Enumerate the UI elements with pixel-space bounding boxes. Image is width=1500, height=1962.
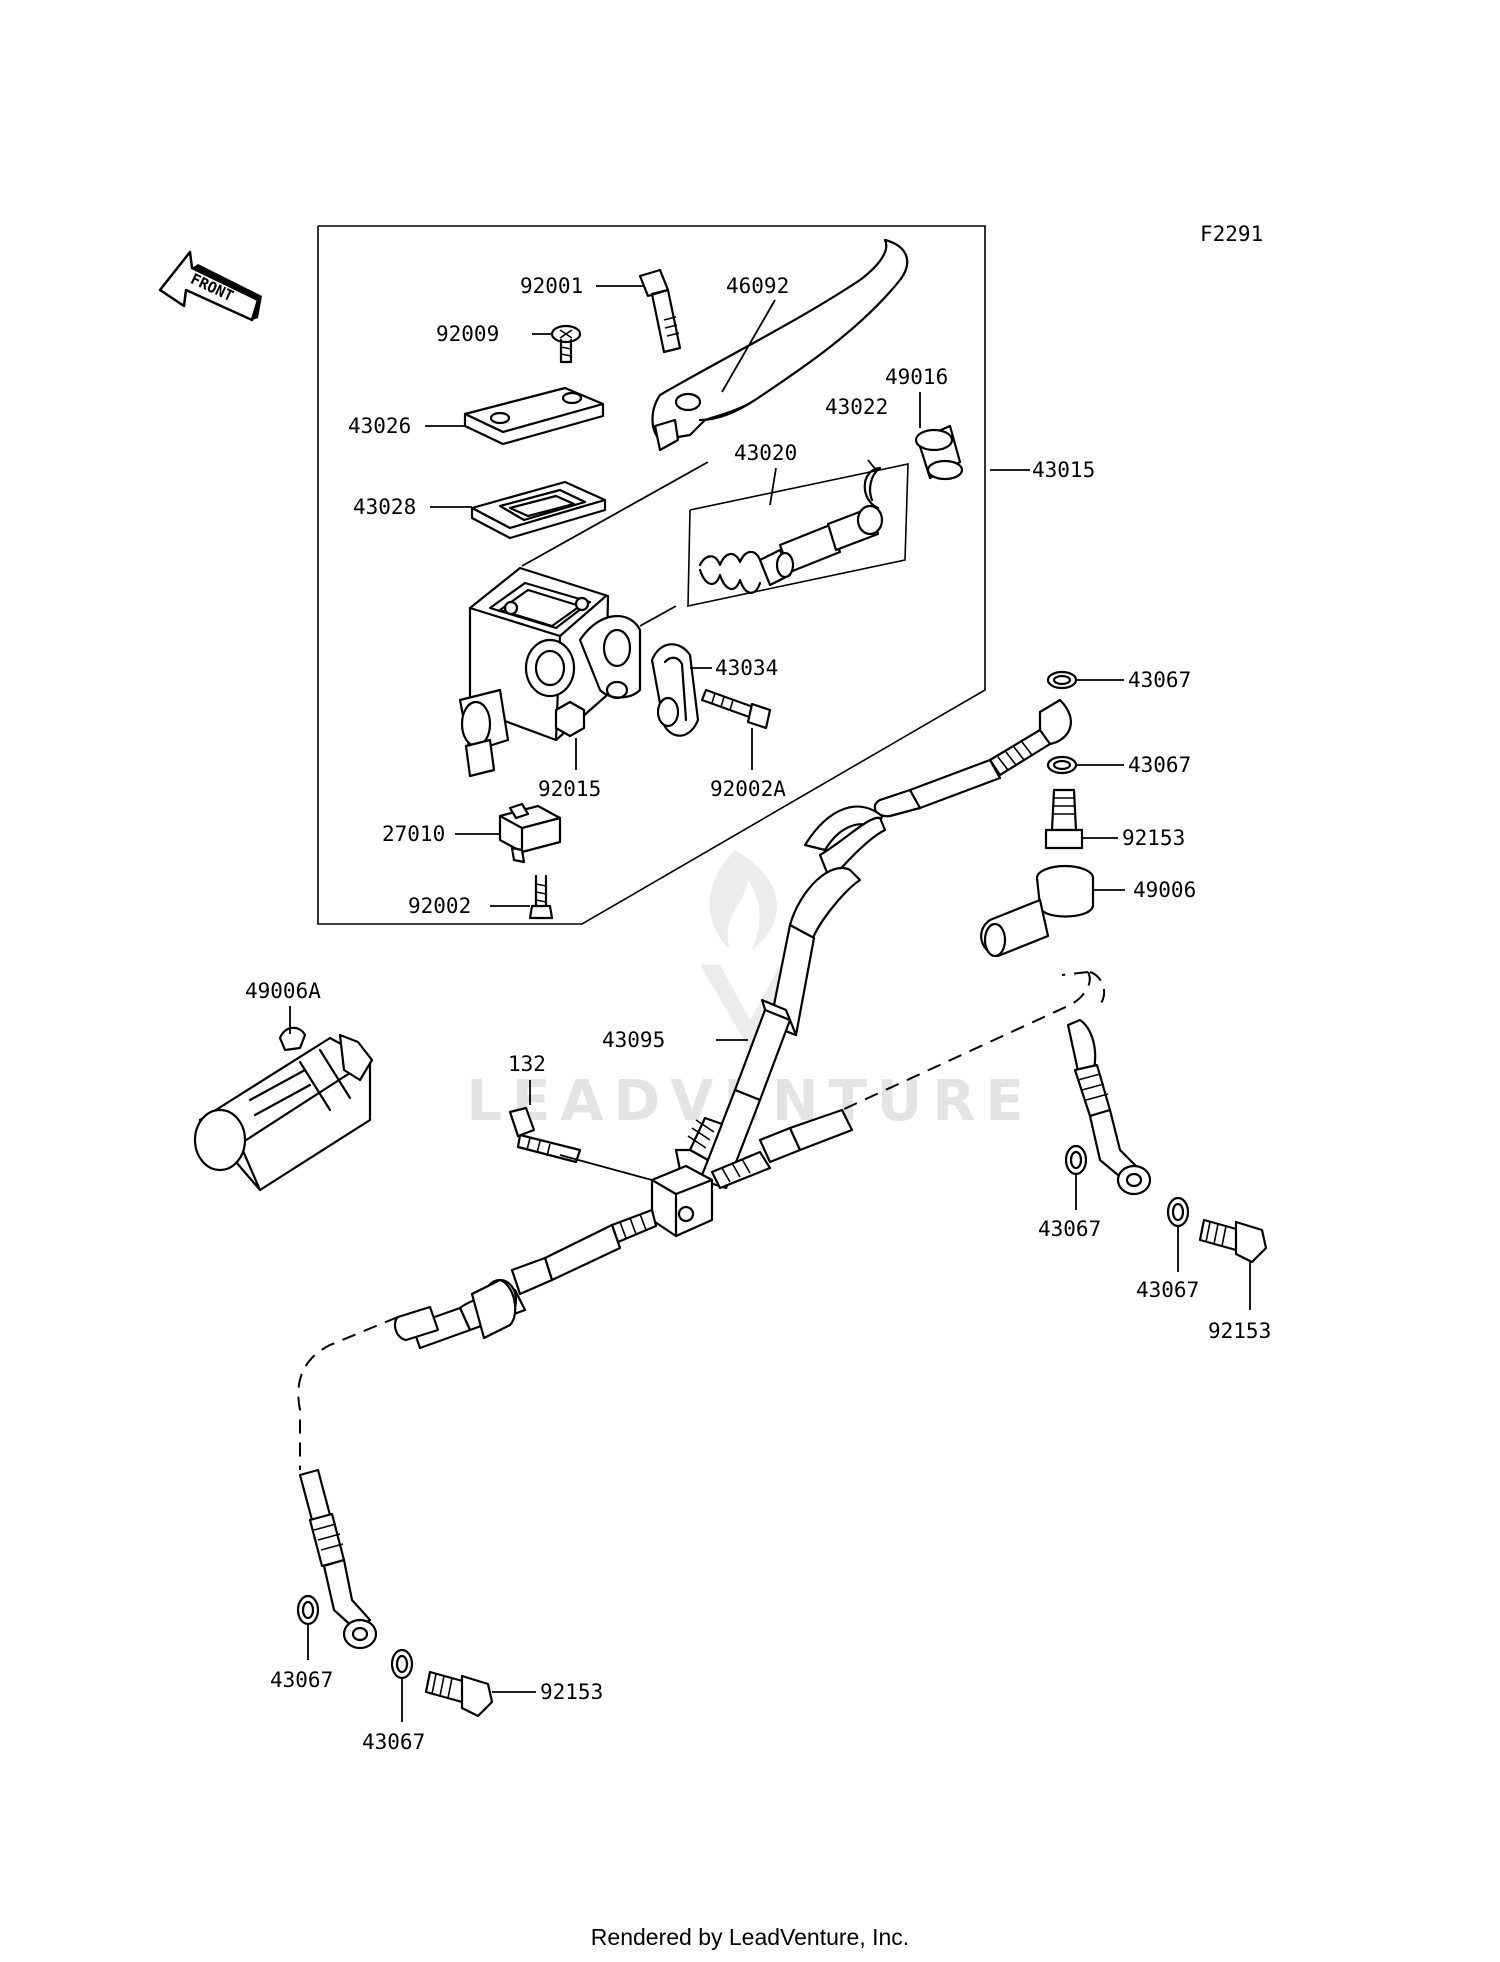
figure-code: F2291 [1200, 222, 1263, 246]
hose-43095 [674, 698, 1072, 1190]
cap-49006 [980, 864, 1125, 958]
callout-92009: 92009 [436, 322, 499, 346]
callout-43067-left-b: 43067 [362, 1730, 425, 1754]
piston-kit-43020 [687, 463, 909, 607]
callout-43015: 43015 [1032, 458, 1095, 482]
callout-92153-left: 92153 [540, 1680, 603, 1704]
callout-132: 132 [508, 1052, 546, 1076]
assembly-border [317, 225, 986, 925]
callout-49006A: 49006A [245, 979, 321, 1003]
boot-49016 [914, 424, 964, 481]
screw-92002 [528, 874, 554, 920]
cover-49006A [193, 1006, 374, 1192]
callout-43067-left-a: 43067 [270, 1668, 333, 1692]
cap-43026 [463, 386, 605, 446]
callout-43067-upper: 43067 [1128, 753, 1191, 777]
callout-43067-top: 43067 [1128, 668, 1191, 692]
callout-43067-right-a: 43067 [1038, 1217, 1101, 1241]
callout-labels: 92001 46092 92009 49016 43022 43026 4302… [245, 274, 1271, 1754]
callout-43095: 43095 [602, 1028, 665, 1052]
brake-line-main [393, 1108, 854, 1350]
diaphragm-43028 [470, 480, 607, 540]
callout-92153-upper: 92153 [1122, 826, 1185, 850]
callout-27010: 27010 [382, 822, 445, 846]
leaders-assembly [425, 285, 1030, 907]
callout-92153-right: 92153 [1208, 1319, 1271, 1343]
lever-46092 [651, 238, 909, 452]
leaders-lower [529, 1039, 748, 1105]
callout-43026: 43026 [348, 414, 411, 438]
callout-43067-right-b: 43067 [1136, 1278, 1199, 1302]
washers-right-upper [1046, 670, 1124, 775]
routing-dashes [297, 971, 1106, 1470]
callout-43028: 43028 [353, 495, 416, 519]
screw-92009 [550, 324, 582, 364]
callout-92001: 92001 [520, 274, 583, 298]
bolt-92001 [638, 268, 682, 354]
callout-49006: 49006 [1133, 878, 1196, 902]
callout-49016: 49016 [885, 365, 948, 389]
clamp-43034 [650, 643, 700, 737]
callout-92015: 92015 [538, 777, 601, 801]
bleed-screw-92153 [1044, 788, 1118, 850]
front-arrow-icon: FRONT [158, 250, 262, 322]
footer-credit: Rendered by LeadVenture, Inc. [591, 1924, 909, 1950]
callout-92002: 92002 [408, 894, 471, 918]
washers-right-lower [1064, 1144, 1268, 1310]
nut-92015 [554, 700, 586, 738]
hose-left-lower [298, 1468, 378, 1650]
callout-43020: 43020 [734, 441, 797, 465]
circlip-43022 [863, 466, 882, 510]
switch-27010 [498, 802, 562, 864]
washers-left-lower [296, 1594, 536, 1722]
callout-43022: 43022 [825, 395, 888, 419]
master-cylinder-body [458, 566, 642, 778]
callout-92002A: 92002A [710, 777, 786, 801]
junction-block [508, 1106, 714, 1238]
bolt-92002A [700, 688, 772, 730]
hose-right-lower [1066, 1018, 1152, 1196]
callout-46092: 46092 [726, 274, 789, 298]
callout-43034: 43034 [715, 656, 778, 680]
